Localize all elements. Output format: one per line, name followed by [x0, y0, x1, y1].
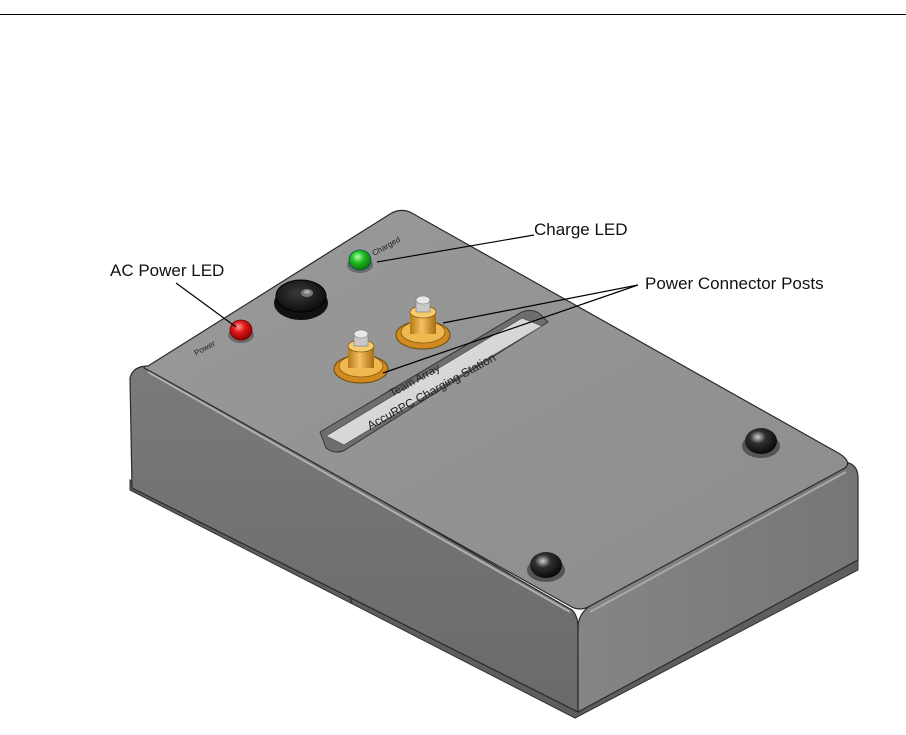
ac-power-led-callout: AC Power LED [110, 262, 224, 279]
power-connector-posts-callout: Power Connector Posts [645, 275, 824, 292]
charge-led-callout: Charge LED [534, 221, 628, 238]
power-switch-knob [274, 280, 328, 320]
ac-power-led-leader [176, 283, 236, 327]
